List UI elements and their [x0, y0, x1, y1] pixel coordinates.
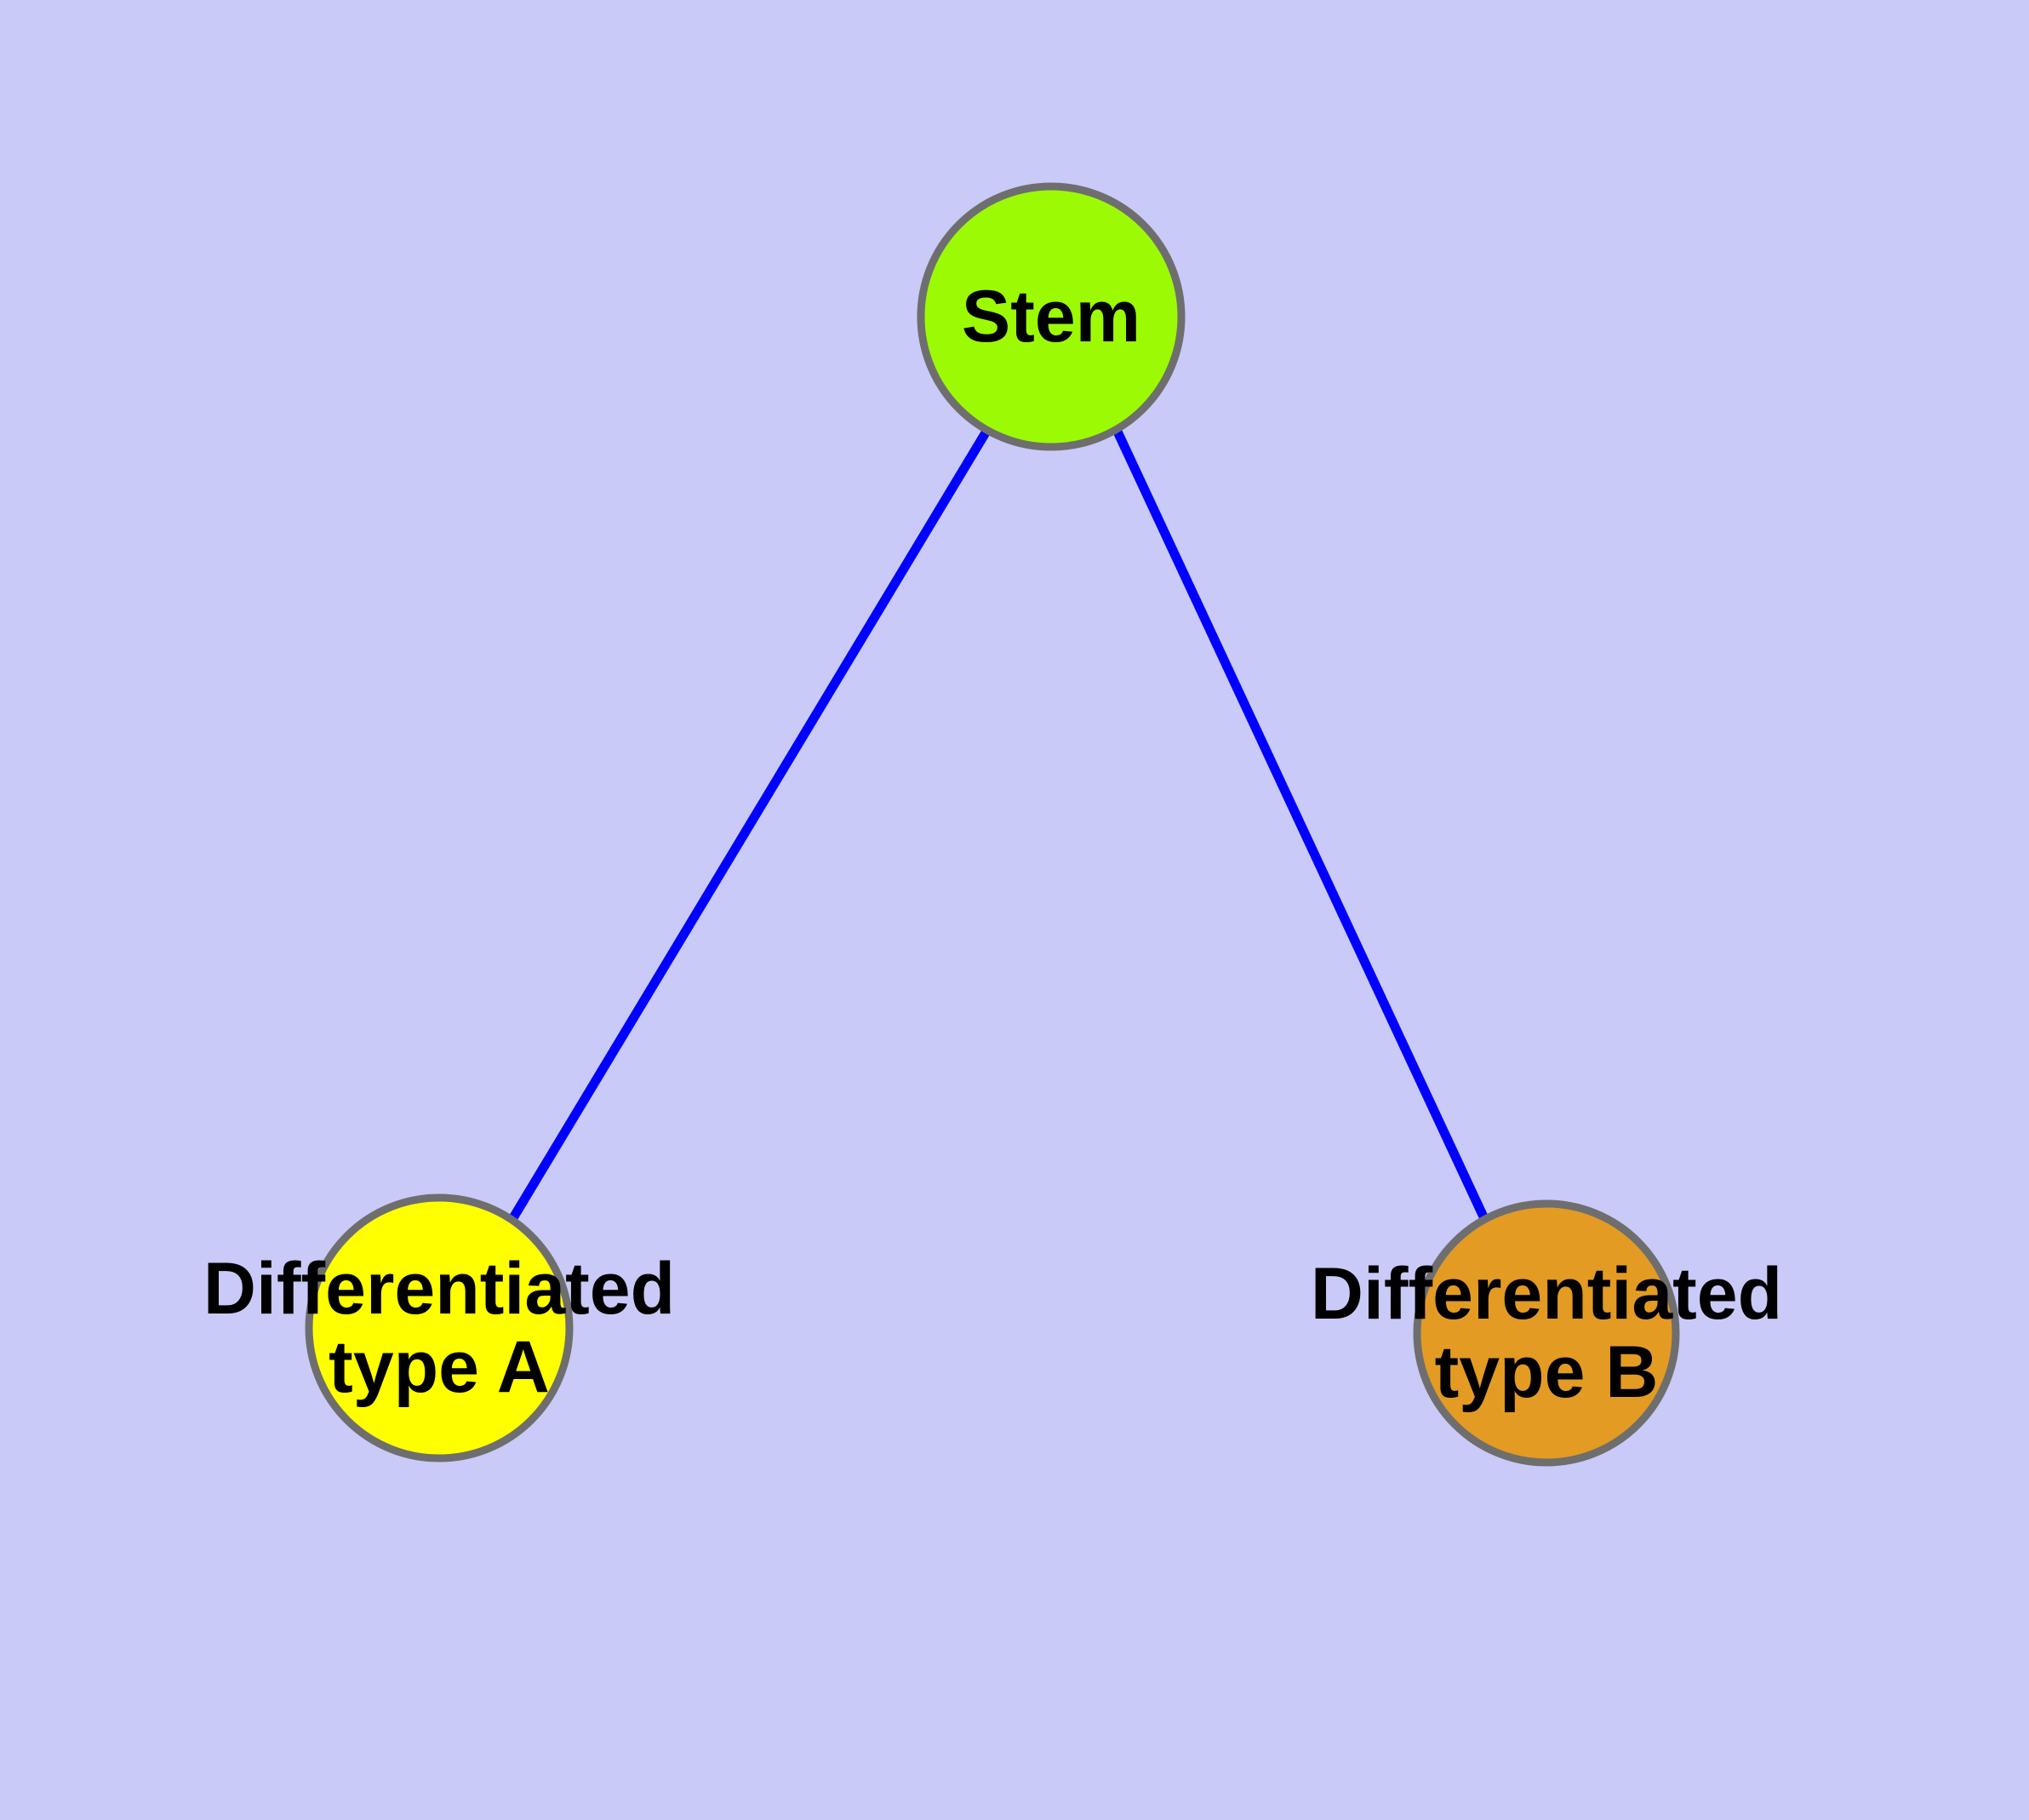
node-differentiated-type-b[interactable] — [1413, 1199, 1680, 1467]
edge-layer — [507, 427, 1492, 1228]
node-stem[interactable] — [917, 182, 1186, 451]
node-layer — [305, 182, 1680, 1467]
edge-stem-to-differentiated-type-a — [507, 427, 992, 1223]
edge-stem-to-differentiated-type-b — [1113, 429, 1492, 1228]
node-differentiated-type-a[interactable] — [305, 1193, 574, 1462]
